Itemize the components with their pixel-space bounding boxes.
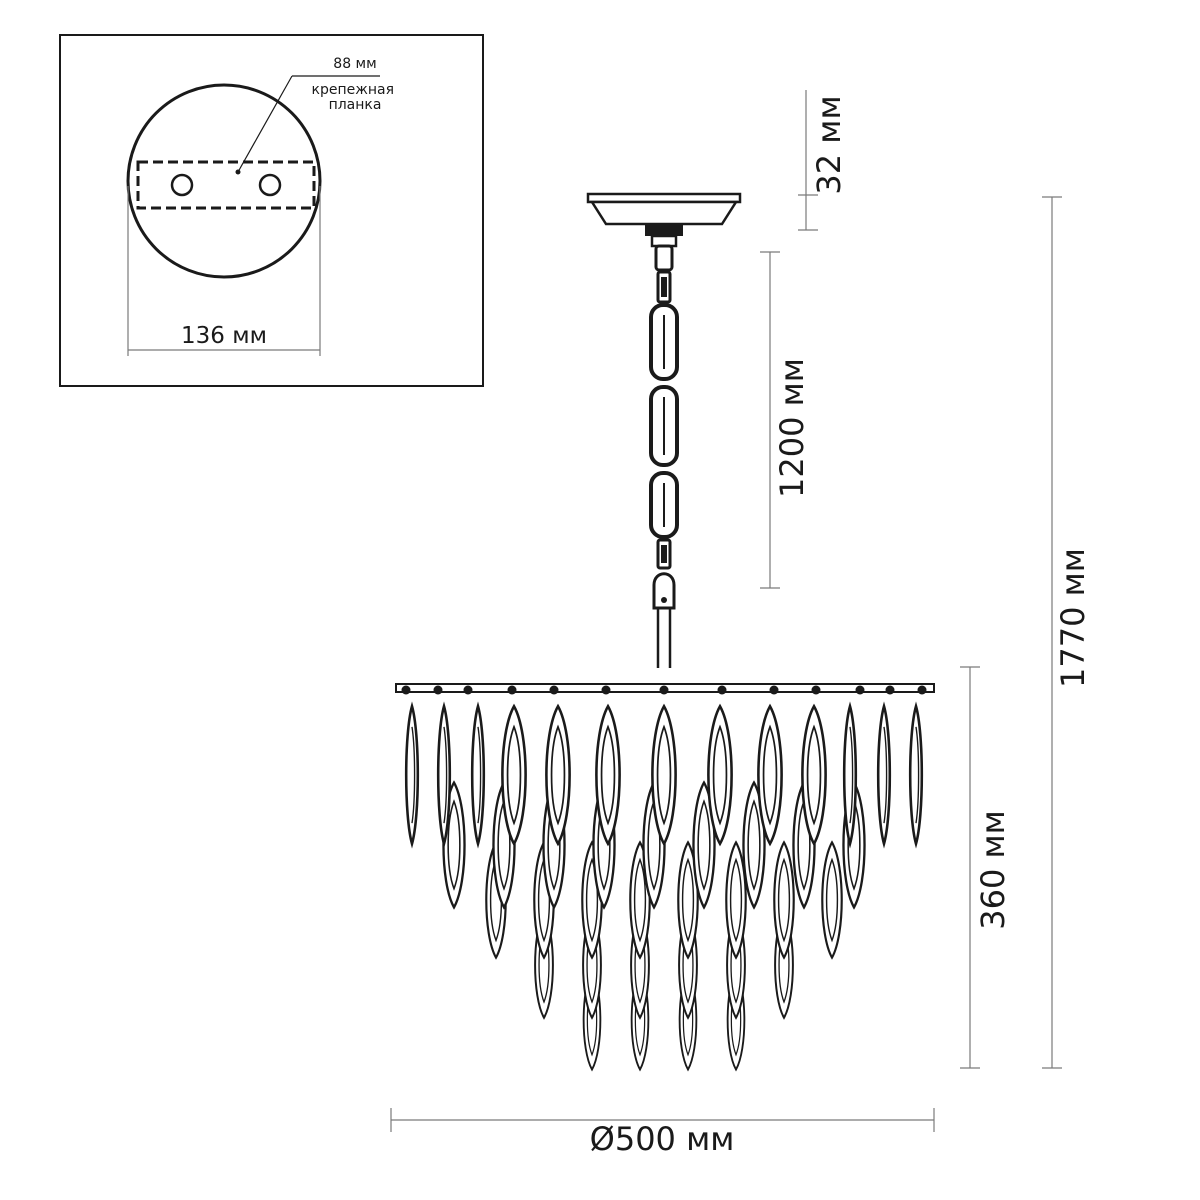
chain-length-label: 1200 мм <box>773 358 811 498</box>
leaf-pin <box>811 685 821 695</box>
crystal-leaf <box>470 704 486 846</box>
leaf-pin <box>601 685 611 695</box>
diameter-label: Ø500 мм <box>590 1120 735 1158</box>
crystal-leaf <box>821 841 843 959</box>
canopy-top-view <box>126 83 322 279</box>
chandelier-body <box>395 683 935 1071</box>
ceiling-canopy <box>586 192 742 248</box>
leaf-pin <box>549 685 559 695</box>
leaf-pin <box>769 685 779 695</box>
mounting-hole-left <box>170 173 194 197</box>
crystal-leaf <box>436 704 452 846</box>
leader-line <box>237 75 293 173</box>
plate-name-label: крепежная планка <box>312 82 399 113</box>
mounting-plate <box>136 160 316 210</box>
leaf-pin <box>855 685 865 695</box>
leaf-pin <box>401 685 411 695</box>
body-height-label: 360 мм <box>974 810 1012 930</box>
crystal-leaf <box>545 704 571 846</box>
canopy-diameter-label: 136 мм <box>181 323 267 349</box>
leaf-pin <box>507 685 517 695</box>
crystal-leaf <box>801 704 827 846</box>
crystal-leaf <box>908 704 924 846</box>
crystal-leaf <box>876 704 892 846</box>
dimension-lines: 32 мм 1200 мм 1770 мм 360 мм Ø500 мм <box>390 90 1092 1158</box>
plate-width-label: 88 мм <box>333 56 376 72</box>
total-height-label: 1770 мм <box>1054 548 1092 688</box>
mounting-hole-right <box>258 173 282 197</box>
crystal-leaf <box>773 841 795 959</box>
leaf-pin <box>885 685 895 695</box>
crystal-leaf <box>404 704 420 846</box>
crystal-leaf <box>707 704 733 846</box>
leaf-pin <box>433 685 443 695</box>
crystal-leaf <box>595 704 621 846</box>
leaf-pin <box>917 685 927 695</box>
canopy-height-label: 32 мм <box>810 95 848 194</box>
crystal-leaf <box>842 704 858 846</box>
crystal-leaf <box>501 704 527 846</box>
crystal-leaf <box>757 704 783 846</box>
leaf-pin <box>463 685 473 695</box>
inset-panel: 88 мм крепежная планка 136 мм <box>59 34 484 387</box>
crystal-leaf <box>651 704 677 846</box>
leaf-pin <box>659 685 669 695</box>
chain <box>649 244 679 668</box>
leaf-pin <box>717 685 727 695</box>
